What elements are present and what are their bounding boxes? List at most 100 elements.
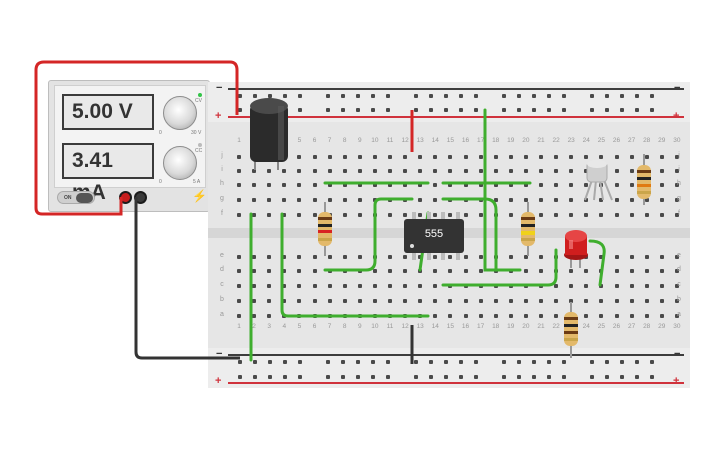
hole-h11[interactable] [388, 183, 392, 187]
hole-i13[interactable] [418, 169, 423, 173]
rail-hole-2-1-2[interactable] [356, 360, 360, 364]
hole-d16[interactable] [463, 269, 468, 273]
hole-h10[interactable] [372, 183, 377, 187]
rail-hole-3-1-1[interactable] [341, 375, 345, 379]
hole-a19[interactable] [508, 314, 513, 318]
hole-f4[interactable] [282, 213, 287, 217]
resistor-3[interactable] [564, 302, 578, 358]
rail-hole-0-0-0[interactable] [238, 94, 242, 98]
hole-h20[interactable] [523, 183, 528, 187]
hole-c13[interactable] [418, 284, 423, 288]
hole-j13[interactable] [418, 155, 423, 159]
hole-c22[interactable] [554, 284, 559, 288]
rail-hole-0-1-2[interactable] [356, 94, 360, 98]
hole-i7[interactable] [327, 169, 332, 173]
hole-d17[interactable] [478, 269, 483, 273]
rail-hole-3-3-1[interactable] [517, 375, 521, 379]
hole-g21[interactable] [539, 198, 543, 202]
rail-hole-0-4-2[interactable] [620, 94, 624, 98]
hole-g18[interactable] [493, 198, 498, 202]
hole-g1[interactable] [237, 198, 241, 202]
hole-e14[interactable] [433, 255, 438, 259]
rail-hole-0-0-3[interactable] [283, 94, 287, 98]
rail-hole-2-2-4[interactable] [474, 360, 478, 364]
rail-hole-3-4-1[interactable] [605, 375, 609, 379]
rail-hole-3-1-3[interactable] [371, 375, 375, 379]
hole-d3[interactable] [267, 269, 272, 273]
rail-hole-3-1-4[interactable] [386, 375, 390, 379]
hole-e1[interactable] [237, 255, 241, 259]
hole-b13[interactable] [418, 299, 423, 303]
hole-h29[interactable] [659, 183, 664, 187]
hole-h4[interactable] [282, 183, 287, 187]
hole-g19[interactable] [508, 198, 513, 202]
hole-j19[interactable] [508, 155, 513, 159]
hole-b22[interactable] [554, 299, 559, 303]
hole-i9[interactable] [357, 169, 362, 173]
hole-h18[interactable] [493, 183, 498, 187]
hole-b15[interactable] [448, 299, 453, 303]
rail-hole-1-4-1[interactable] [605, 108, 609, 112]
hole-d11[interactable] [388, 269, 392, 273]
hole-b2[interactable] [252, 299, 257, 303]
hole-f29[interactable] [659, 213, 664, 217]
rail-hole-2-3-4[interactable] [562, 360, 566, 364]
hole-f1[interactable] [237, 213, 241, 217]
rail-hole-0-4-3[interactable] [635, 94, 639, 98]
rail-hole-0-1-0[interactable] [326, 94, 330, 98]
rail-hole-2-4-3[interactable] [635, 360, 639, 364]
hole-i17[interactable] [478, 169, 483, 173]
hole-b7[interactable] [327, 299, 332, 303]
rail-hole-3-2-3[interactable] [459, 375, 463, 379]
rail-hole-0-3-0[interactable] [502, 94, 506, 98]
rail-hole-0-3-3[interactable] [547, 94, 551, 98]
hole-c2[interactable] [252, 284, 257, 288]
hole-g5[interactable] [297, 198, 302, 202]
hole-d6[interactable] [312, 269, 317, 273]
hole-h12[interactable] [403, 183, 408, 187]
rail-hole-0-3-4[interactable] [562, 94, 566, 98]
hole-a22[interactable] [554, 314, 559, 318]
rail-hole-0-3-1[interactable] [517, 94, 521, 98]
hole-f22[interactable] [554, 213, 559, 217]
ic-555[interactable] [404, 212, 464, 260]
hole-j14[interactable] [433, 155, 438, 159]
hole-c23[interactable] [569, 284, 574, 288]
rail-hole-3-4-2[interactable] [620, 375, 624, 379]
rail-hole-3-2-1[interactable] [429, 375, 433, 379]
hole-i19[interactable] [508, 169, 513, 173]
voltage-knob[interactable] [163, 96, 197, 130]
hole-j1[interactable] [237, 155, 241, 159]
hole-d1[interactable] [237, 269, 241, 273]
rail-hole-2-3-1[interactable] [517, 360, 521, 364]
hole-g25[interactable] [599, 198, 604, 202]
hole-b14[interactable] [433, 299, 438, 303]
hole-c29[interactable] [659, 284, 664, 288]
hole-e12[interactable] [403, 255, 408, 259]
hole-e11[interactable] [388, 255, 392, 259]
power-supply[interactable]: 5.00 V 3.41 mA CV CC 0 30 V 0 5 A ON ⚡ [48, 80, 210, 212]
hole-b3[interactable] [267, 299, 272, 303]
electrolytic-capacitor[interactable] [250, 98, 288, 170]
hole-d26[interactable] [614, 269, 619, 273]
hole-j7[interactable] [327, 155, 332, 159]
hole-j15[interactable] [448, 155, 453, 159]
hole-h17[interactable] [478, 183, 483, 187]
hole-g27[interactable] [629, 198, 634, 202]
hole-i3[interactable] [267, 169, 272, 173]
rail-hole-2-3-0[interactable] [502, 360, 506, 364]
rail-hole-3-0-3[interactable] [283, 375, 287, 379]
rail-hole-2-1-1[interactable] [341, 360, 345, 364]
hole-b28[interactable] [644, 299, 649, 303]
hole-d27[interactable] [629, 269, 634, 273]
hole-f9[interactable] [357, 213, 362, 217]
hole-c9[interactable] [357, 284, 362, 288]
hole-a21[interactable] [539, 314, 543, 318]
hole-i20[interactable] [523, 169, 528, 173]
hole-j12[interactable] [403, 155, 408, 159]
hole-j17[interactable] [478, 155, 483, 159]
hole-a3[interactable] [267, 314, 272, 318]
grey-component[interactable] [584, 160, 613, 201]
hole-g4[interactable] [282, 198, 287, 202]
hole-j26[interactable] [614, 155, 619, 159]
